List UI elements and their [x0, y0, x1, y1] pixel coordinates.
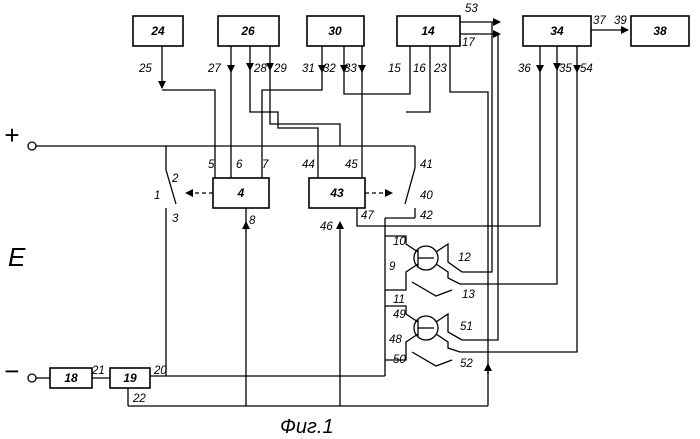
node-label: 12 [458, 252, 471, 264]
node-label: 46 [320, 221, 333, 233]
node-label: 27 [207, 63, 221, 75]
label-block-24: 24 [150, 24, 165, 38]
node-label: 20 [153, 365, 167, 377]
label-block-4: 4 [237, 186, 245, 200]
node-label: 31 [302, 63, 315, 75]
minus-terminal [28, 374, 36, 382]
figure-caption: Фиг.1 [280, 416, 334, 438]
node-label: 7 [262, 159, 269, 171]
node-label: 53 [465, 3, 478, 15]
node-label: 23 [433, 63, 447, 75]
node-label: 32 [323, 63, 336, 75]
node-label: 45 [345, 159, 358, 171]
node-label: 3 [172, 213, 179, 225]
node-label: 33 [344, 63, 357, 75]
node-label: 41 [420, 159, 433, 171]
node-label: 52 [460, 358, 473, 370]
node-label: 44 [302, 159, 315, 171]
node-label: 49 [393, 309, 406, 321]
node-label: 39 [614, 15, 627, 27]
node-label: 8 [249, 215, 256, 227]
node-label: 40 [420, 190, 433, 202]
node-label: 51 [460, 321, 473, 333]
plus-sign: + [4, 120, 19, 150]
node-label: 6 [236, 159, 243, 171]
node-label: 50 [393, 354, 406, 366]
label-block-14: 14 [421, 24, 435, 38]
minus-sign: − [4, 356, 19, 386]
node-label: 35 [559, 63, 572, 75]
node-label: 37 [593, 15, 606, 27]
node-label: 48 [389, 334, 402, 346]
node-label: 54 [580, 63, 593, 75]
node-label: 47 [361, 210, 374, 222]
source-label: E [8, 242, 26, 272]
label-block-18: 18 [64, 371, 78, 385]
label-block-34: 34 [550, 24, 564, 38]
label-block-43: 43 [329, 186, 344, 200]
label-block-30: 30 [328, 24, 342, 38]
node-label: 2 [171, 173, 179, 185]
node-label: 16 [413, 63, 426, 75]
node-label: 15 [388, 63, 401, 75]
label-block-38: 38 [653, 24, 667, 38]
node-label: 25 [138, 63, 152, 75]
node-label: 9 [389, 261, 396, 273]
node-label: 11 [393, 294, 405, 306]
node-label: 1 [154, 190, 160, 202]
label-block-26: 26 [240, 24, 255, 38]
node-label: 36 [518, 63, 531, 75]
node-label: 10 [393, 236, 406, 248]
plus-terminal [28, 142, 36, 150]
node-label: 21 [91, 365, 105, 377]
node-label: 13 [462, 289, 475, 301]
label-block-19: 19 [123, 371, 137, 385]
node-label: 29 [273, 63, 287, 75]
node-label: 42 [420, 210, 433, 222]
node-label: 28 [253, 63, 267, 75]
node-label: 17 [462, 37, 475, 49]
node-label: 5 [208, 159, 215, 171]
node-label: 22 [132, 393, 146, 405]
